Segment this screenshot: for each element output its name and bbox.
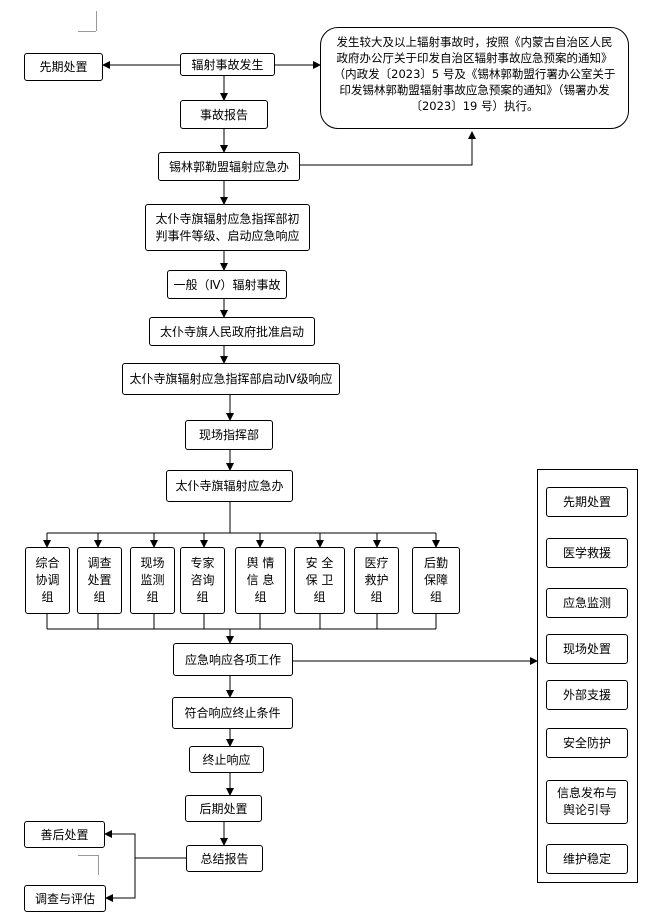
left-prior-box: 先期处置 xyxy=(24,53,103,81)
crop-mark-top-h xyxy=(78,31,96,32)
right-task-panel xyxy=(537,469,638,883)
group-investigation: 调查 处置 组 xyxy=(77,547,122,614)
termination-condition-box: 符合响应终止条件 xyxy=(172,697,293,729)
accident-report-box: 事故报告 xyxy=(180,100,268,129)
gov-approve-box: 太仆寺旗人民政府批准启动 xyxy=(149,317,315,346)
summary-report-box: 总结报告 xyxy=(186,845,263,872)
task-external-support: 外部支援 xyxy=(546,680,628,710)
terminate-box: 终止响应 xyxy=(189,746,264,773)
field-command-box: 现场指挥部 xyxy=(185,420,273,450)
crop-mark-bottom xyxy=(78,855,98,856)
crop-mark-top xyxy=(96,11,97,31)
response-work-box: 应急响应各项工作 xyxy=(173,643,293,676)
group-logistics: 后勤 保障 组 xyxy=(412,547,460,614)
aftermath-box: 善后处置 xyxy=(24,821,105,848)
task-emergency-monitoring: 应急监测 xyxy=(546,588,628,618)
league-office-box: 锡林郭勒盟辐射应急办 xyxy=(158,152,300,181)
group-monitoring: 现场 监测 组 xyxy=(130,547,175,614)
crop-mark-bottom-v xyxy=(98,855,99,875)
task-safety-protection: 安全防护 xyxy=(546,728,628,758)
group-medical: 医疗 救护 组 xyxy=(354,547,399,614)
banner-office-box: 太仆寺旗辐射应急办 xyxy=(166,470,293,502)
group-security: 安 全 保 卫 组 xyxy=(294,547,345,614)
group-public-opinion: 舆 情 信 息 组 xyxy=(235,547,286,614)
task-field-handling: 现场处置 xyxy=(546,634,628,664)
general-accident-box: 一般（Ⅳ）辐射事故 xyxy=(167,270,287,299)
investigation-evaluation-box: 调查与评估 xyxy=(24,885,106,912)
group-coordination: 综合 协调 组 xyxy=(25,547,70,614)
command-initial-box: 太仆寺旗辐射应急指挥部初 判事件等级、启动应急响应 xyxy=(145,204,310,251)
task-info-release: 信息发布与 舆论引导 xyxy=(546,780,628,824)
escalation-note: 发生较大及以上辐射事故时，按照《内蒙古自治区人民政府办公厅关于印发自治区辐射事故… xyxy=(320,27,629,129)
task-prior: 先期处置 xyxy=(546,487,628,517)
task-maintain-stability: 维护稳定 xyxy=(546,844,628,874)
post-handling-box: 后期处置 xyxy=(185,795,262,822)
group-expert: 专家 咨询 组 xyxy=(180,547,225,614)
top-event-box: 辐射事故发生 xyxy=(180,53,275,76)
task-medical-rescue: 医学救援 xyxy=(546,538,628,568)
command-level4-box: 太仆寺旗辐射应急指挥部启动Ⅳ级响应 xyxy=(122,363,340,395)
